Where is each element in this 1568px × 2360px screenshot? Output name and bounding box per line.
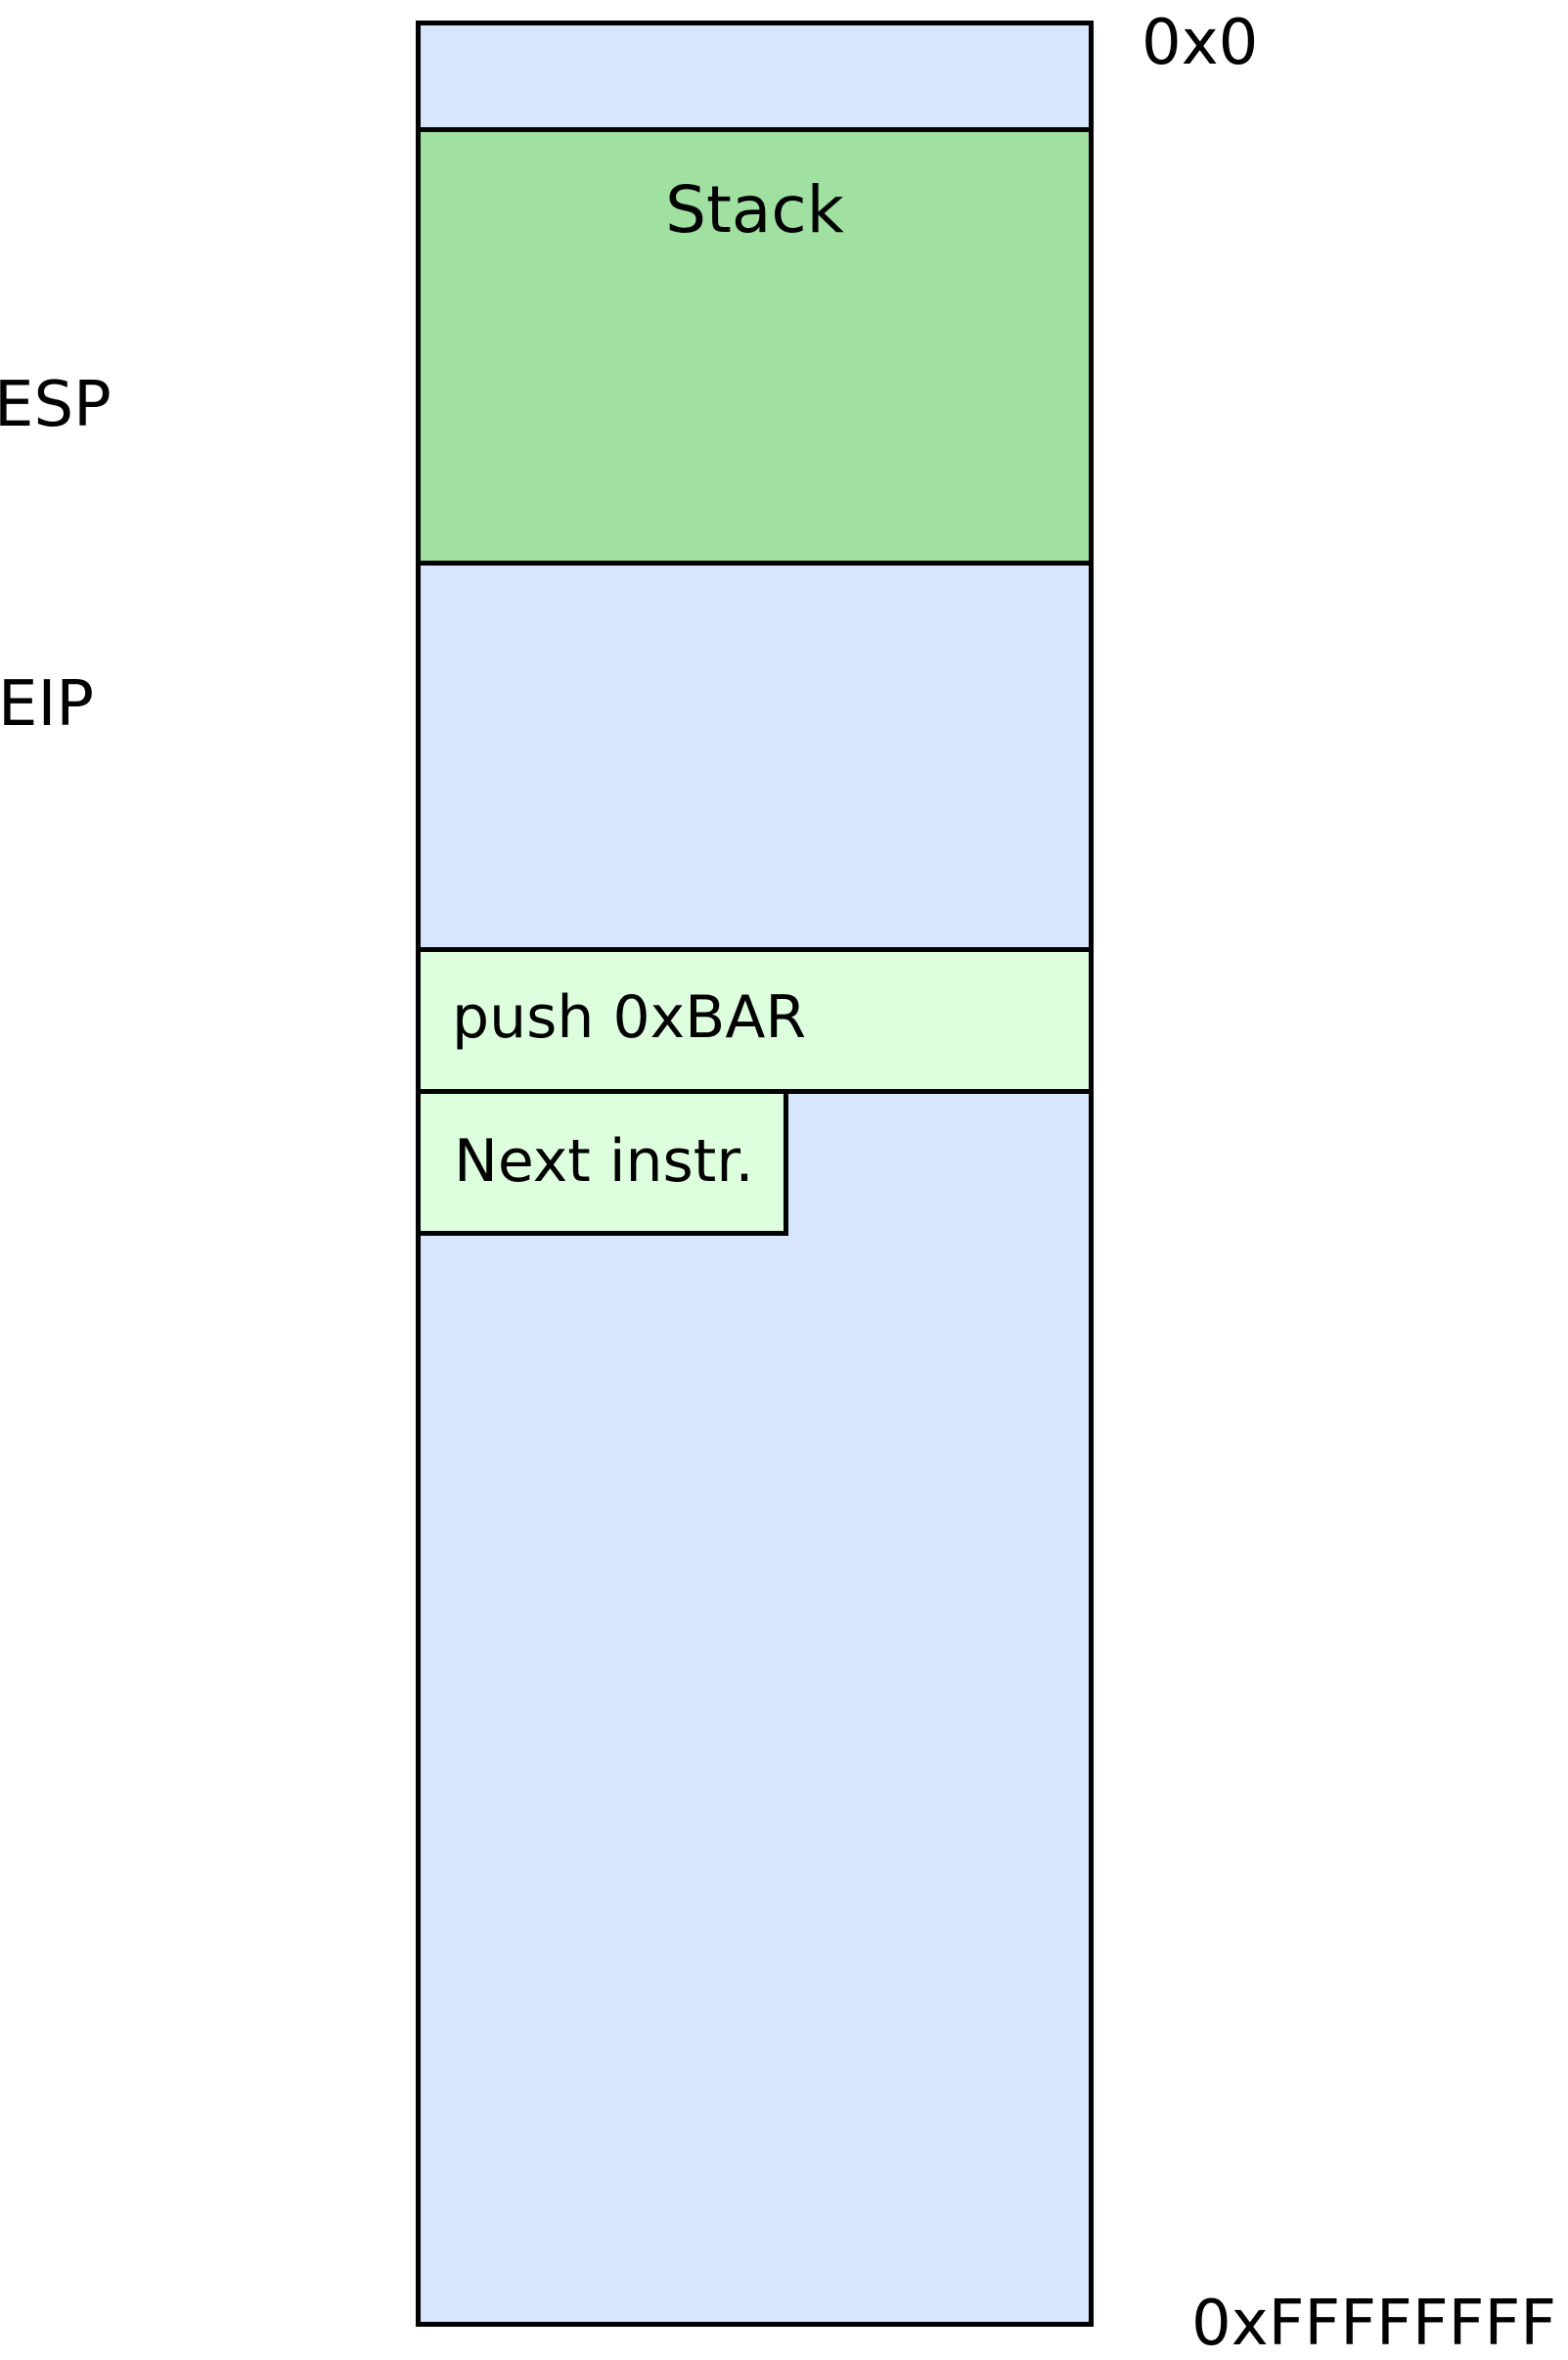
eip-register-label: EIP bbox=[0, 668, 94, 741]
current-instruction-label: push 0xBAR bbox=[452, 983, 807, 1052]
next-instruction-box bbox=[416, 1089, 788, 1236]
low-address-label: 0x0 bbox=[1142, 7, 1259, 79]
next-instruction-label: Next instr. bbox=[454, 1127, 754, 1196]
high-address-label: 0xFFFFFFFF bbox=[1191, 2288, 1557, 2360]
stack-label: Stack bbox=[665, 172, 844, 248]
esp-register-label: ESP bbox=[0, 369, 112, 441]
stack-region bbox=[416, 127, 1094, 566]
